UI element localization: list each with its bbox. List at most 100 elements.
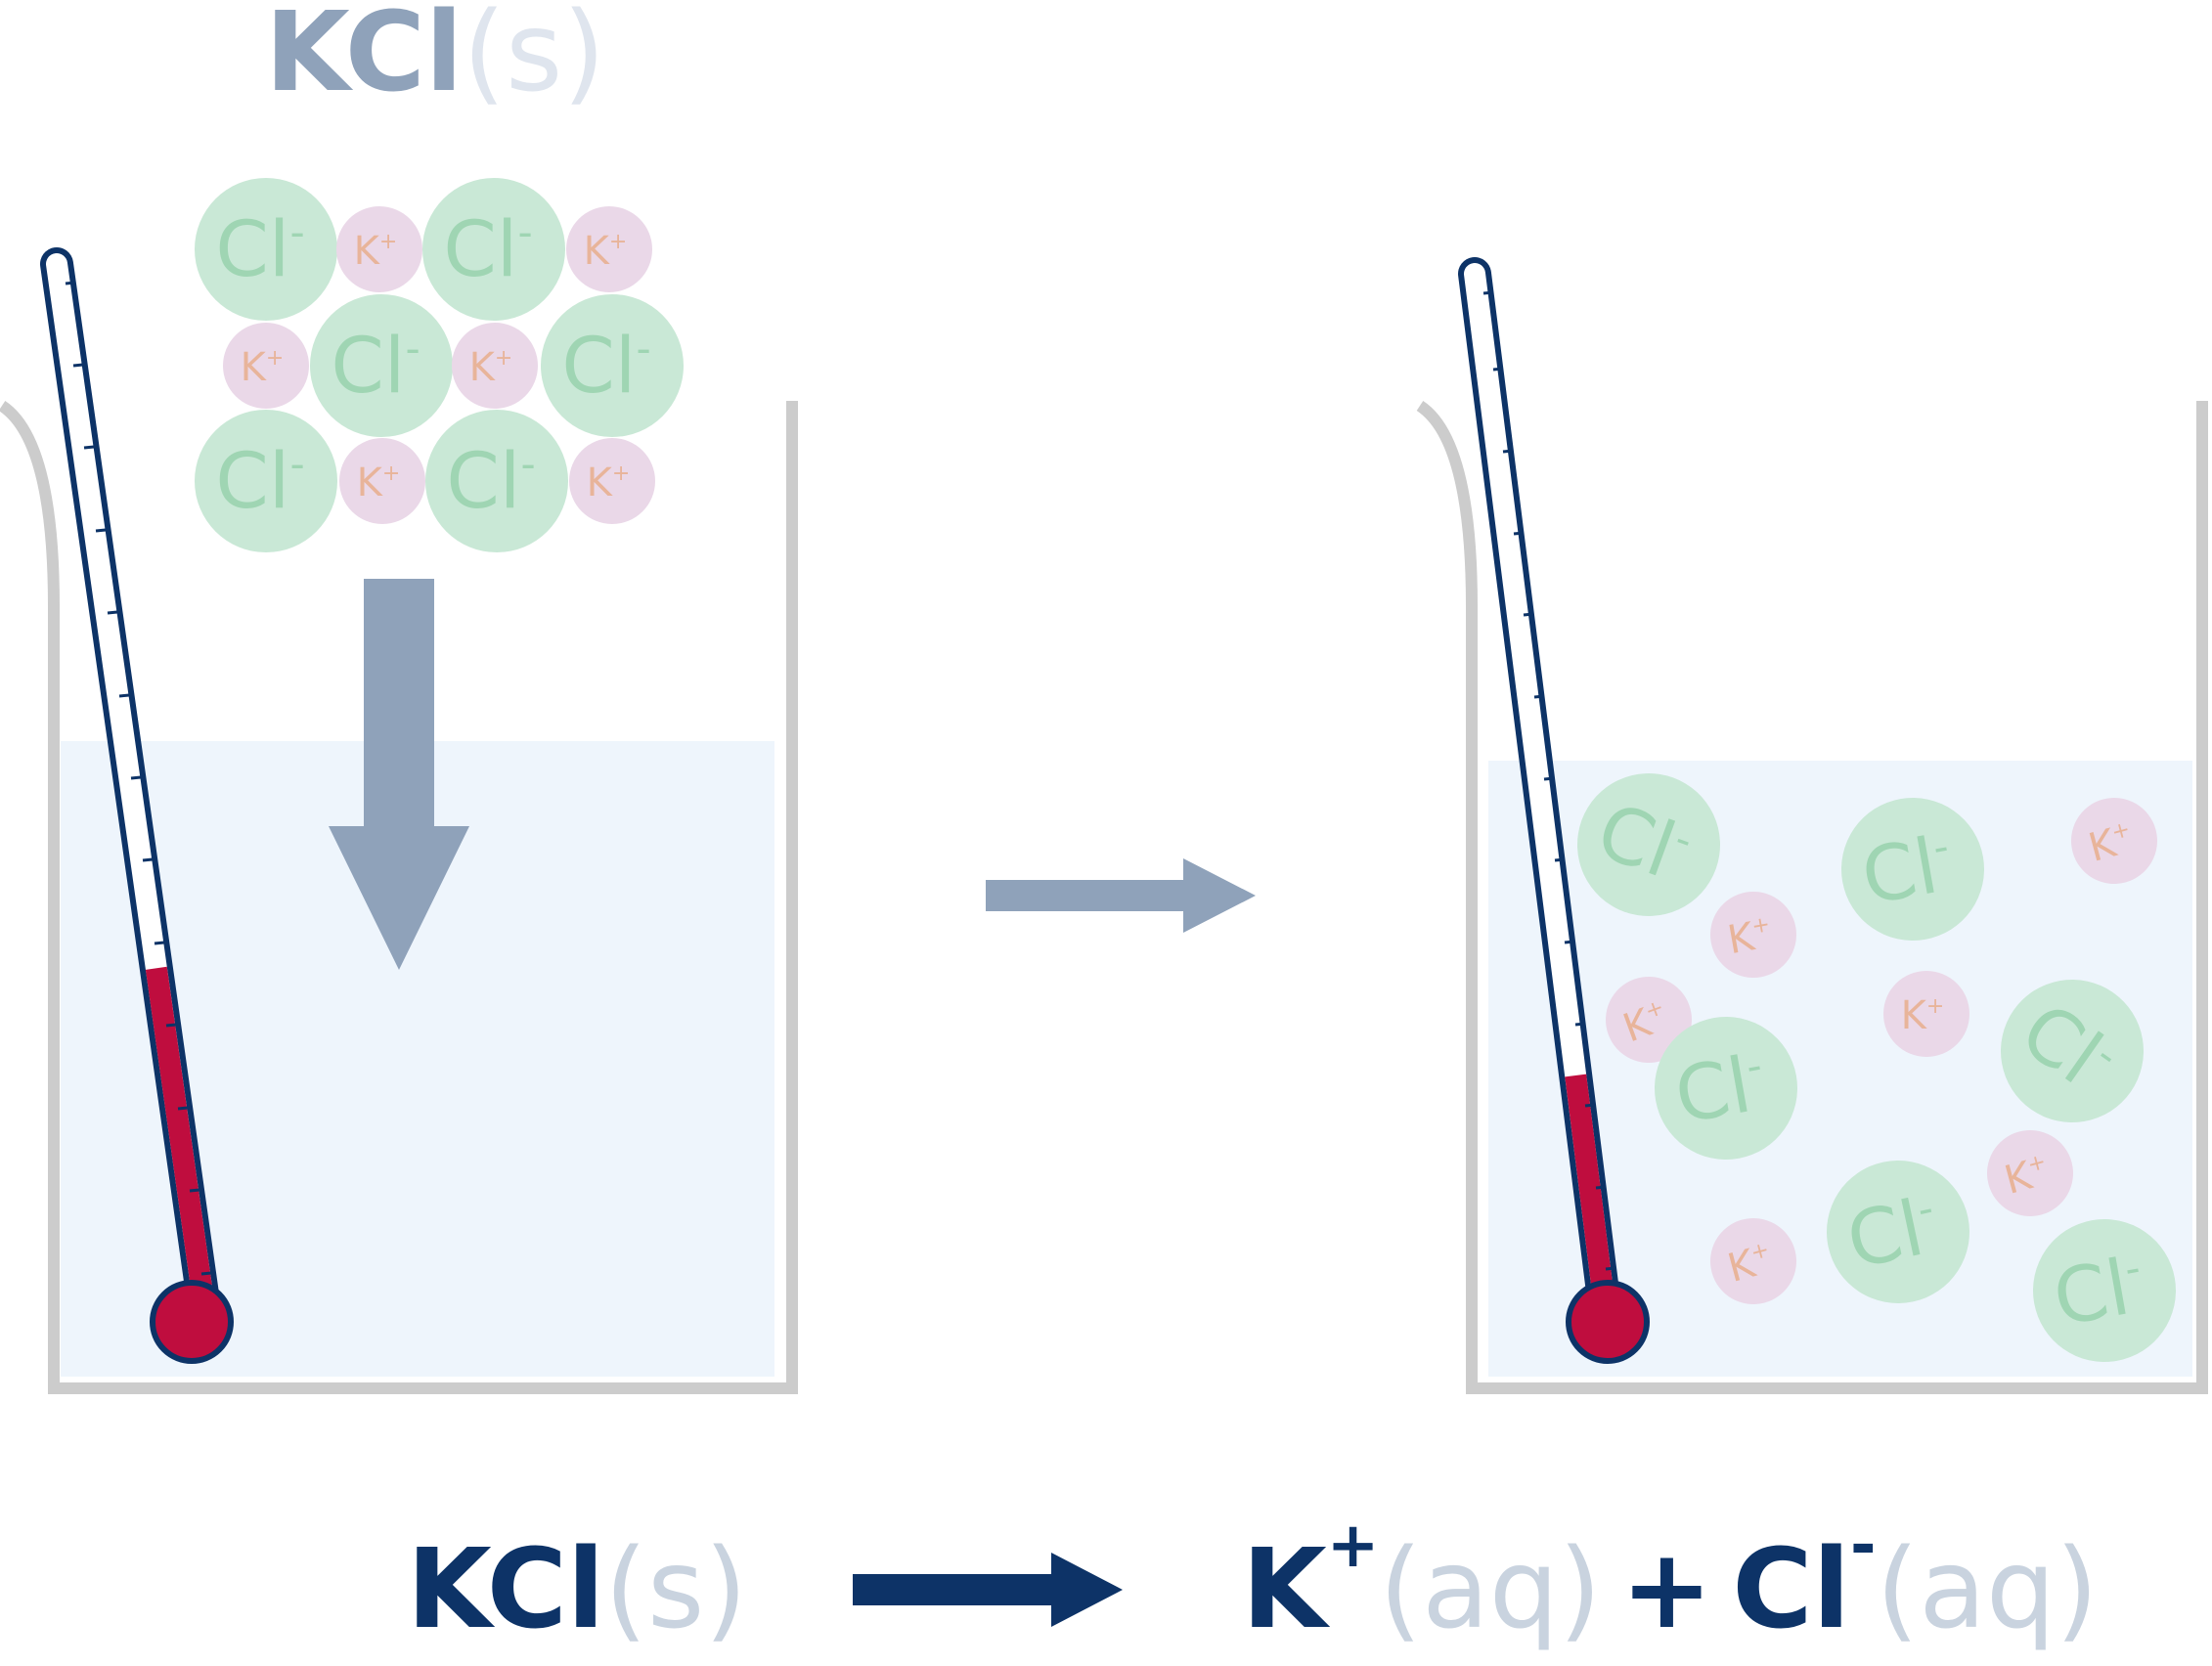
svg-text:Cl-: Cl- <box>331 323 420 411</box>
svg-text:K+: K+ <box>1901 993 1945 1038</box>
equation-reactant-formula: KCl <box>407 1526 604 1653</box>
chloride-symbol: Cl <box>1855 822 1944 922</box>
chloride-ion: Cl- <box>541 294 684 437</box>
equation-product1-charge: + <box>1327 1510 1380 1582</box>
potassium-ion: K+ <box>339 438 425 524</box>
chloride-ion: Cl- <box>2033 1219 2176 1362</box>
potassium-ion: K+ <box>1710 892 1796 978</box>
chloride-charge: - <box>520 440 535 488</box>
potassium-ion: K+ <box>336 206 422 292</box>
potassium-ion: K+ <box>2071 798 2157 884</box>
chloride-symbol: Cl <box>215 438 289 526</box>
chloride-ion: Cl- <box>2001 980 2144 1122</box>
svg-text:Cl-: Cl- <box>2047 1242 2150 1343</box>
chloride-ion: Cl- <box>1827 1161 1969 1303</box>
potassium-symbol: K <box>241 345 268 390</box>
potassium-ion: K+ <box>1606 977 1692 1063</box>
kcl-crystal-lattice: Cl- K+ Cl- K+ K+ <box>195 178 684 552</box>
equation-product2-charge: - <box>1850 1510 1877 1582</box>
chloride-charge: - <box>289 440 304 488</box>
svg-text:K+: K+ <box>354 229 398 274</box>
equation-product2-state: (aq) <box>1877 1526 2099 1653</box>
equation-reactant-state: (s) <box>604 1526 747 1653</box>
chloride-charge: - <box>405 325 420 373</box>
potassium-charge: + <box>612 461 630 486</box>
equation-reactant: KCl(s) <box>407 1526 747 1653</box>
chloride-symbol: Cl <box>446 438 520 526</box>
equation-plus: + <box>1621 1526 1713 1653</box>
svg-text:Cl-: Cl- <box>1668 1039 1772 1141</box>
dissolution-equation: KCl(s) K+(aq)+Cl-(aq) <box>407 1510 2099 1653</box>
chloride-ion: Cl- <box>195 410 337 552</box>
svg-text:K+: K+ <box>357 460 401 505</box>
svg-text:Cl-: Cl- <box>215 438 304 526</box>
chloride-symbol: Cl <box>2047 1244 2136 1343</box>
chloride-charge: - <box>289 208 304 256</box>
potassium-ion: K+ <box>569 438 655 524</box>
chloride-charge: - <box>636 325 650 373</box>
down-arrow-icon <box>329 579 469 970</box>
potassium-symbol: K <box>1901 993 1928 1038</box>
right-arrow-icon <box>986 858 1256 933</box>
potassium-charge: + <box>1749 912 1771 940</box>
potassium-charge: + <box>495 346 512 371</box>
chloride-ion: Cl- <box>1655 1017 1797 1160</box>
beaker-after-wall <box>1416 400 2208 1394</box>
mercury-column-before <box>145 966 216 1317</box>
svg-text:Cl-: Cl- <box>443 206 532 294</box>
equation-product2-formula: Cl <box>1732 1526 1850 1653</box>
potassium-symbol: K <box>357 460 384 505</box>
thermometer-after <box>1458 257 1650 1364</box>
potassium-symbol: K <box>584 229 611 274</box>
svg-text:Cl-: Cl- <box>1855 820 1959 922</box>
thermometer-before-ticks <box>65 281 212 1276</box>
chloride-ion: Cl- <box>310 294 453 437</box>
potassium-symbol: K <box>469 345 497 390</box>
potassium-charge: + <box>382 461 400 486</box>
dissolved-ions: Cl- Cl- K+ K+ K+ <box>1577 773 2176 1362</box>
potassium-charge: + <box>1926 994 1944 1019</box>
chloride-symbol: Cl <box>215 206 289 294</box>
chloride-charge: - <box>517 208 532 256</box>
chloride-ion: Cl- <box>195 178 337 321</box>
svg-text:K+: K+ <box>469 345 513 390</box>
chloride-symbol: Cl <box>561 323 636 411</box>
equation-products: K+(aq)+Cl-(aq) <box>1242 1510 2099 1653</box>
svg-text:Cl-: Cl- <box>1839 1182 1945 1287</box>
beaker-before-wall <box>0 400 798 1394</box>
potassium-ion: K+ <box>1883 971 1969 1057</box>
potassium-charge: + <box>379 230 397 254</box>
chloride-ion: Cl- <box>1577 773 1720 916</box>
chloride-symbol: Cl <box>1668 1041 1757 1141</box>
potassium-symbol: K <box>354 229 381 274</box>
thermometer-after-bulb <box>1566 1280 1650 1364</box>
chloride-ion: Cl- <box>422 178 565 321</box>
potassium-symbol: K <box>587 460 614 505</box>
equation-product1-formula: K <box>1242 1526 1331 1653</box>
thermometer-after-ticks <box>1482 290 1616 1271</box>
svg-text:K+: K+ <box>587 460 631 505</box>
chloride-ion: Cl- <box>425 410 568 552</box>
potassium-ion: K+ <box>1710 1218 1796 1304</box>
potassium-ion: K+ <box>1987 1130 2073 1216</box>
potassium-ion: K+ <box>223 323 309 409</box>
chloride-symbol: Cl <box>331 323 405 411</box>
chloride-ion: Cl- <box>1841 798 1984 941</box>
equation-product1-state: (aq) <box>1379 1526 1601 1653</box>
svg-text:K+: K+ <box>1724 911 1775 963</box>
chloride-symbol: Cl <box>1839 1185 1930 1287</box>
svg-text:K+: K+ <box>241 345 285 390</box>
mercury-column-after <box>1565 1074 1616 1317</box>
reaction-arrow-icon <box>853 1553 1123 1627</box>
thermometer-before-bulb <box>150 1280 234 1364</box>
top-kcl-formula: KCl <box>265 0 463 116</box>
svg-text:Cl-: Cl- <box>446 438 535 526</box>
potassium-ion: K+ <box>452 323 538 409</box>
svg-text:K+: K+ <box>584 229 628 274</box>
svg-text:Cl-: Cl- <box>215 206 304 294</box>
top-kcl-label: KCl(s) <box>265 0 605 116</box>
chloride-symbol: Cl <box>443 206 517 294</box>
potassium-charge: + <box>609 230 627 254</box>
svg-text:Cl-: Cl- <box>561 323 650 411</box>
